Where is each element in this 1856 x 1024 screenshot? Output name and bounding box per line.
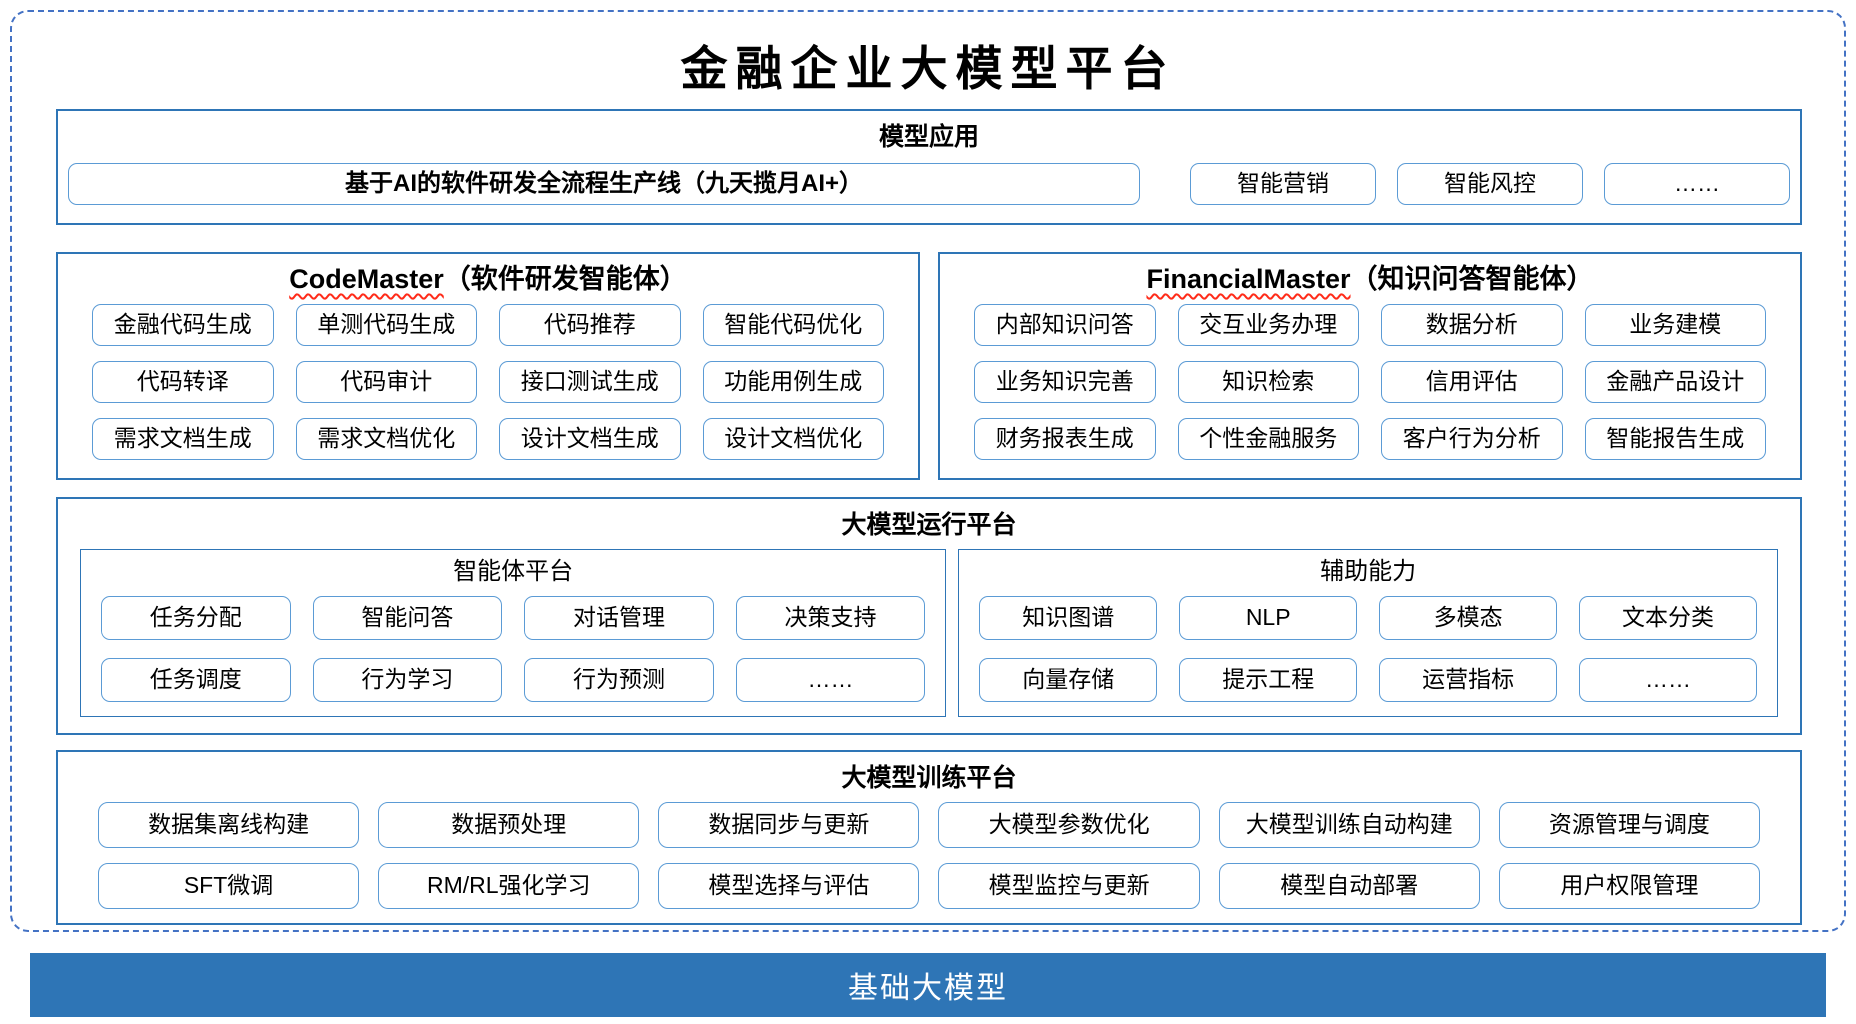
model-applications-row: 基于AI的软件研发全流程生产线（九天揽月AI+） 智能营销 智能风控 …… [68, 163, 1790, 205]
capability-chip: 金融产品设计 [1584, 361, 1766, 403]
section-runtime-platform: 大模型运行平台 智能体平台 任务分配 智能问答 对话管理 决策支持 任务调度 行… [56, 497, 1802, 735]
capability-chip: 内部知识问答 [974, 304, 1156, 346]
financialmaster-title: FinancialMaster（知识问答智能体） [974, 264, 1766, 294]
capability-chip: 向量存储 [979, 658, 1158, 702]
capability-chip: 交互业务办理 [1177, 304, 1359, 346]
financialmaster-title-en: FinancialMaster [1146, 264, 1351, 294]
capability-chip: 财务报表生成 [974, 418, 1156, 460]
capability-chip: 知识图谱 [979, 596, 1158, 640]
capability-chip: 运营指标 [1379, 658, 1558, 702]
auxiliary-grid: 知识图谱 NLP 多模态 文本分类 向量存储 提示工程 运营指标 …… [979, 596, 1757, 702]
capability-chip: 代码推荐 [499, 304, 681, 346]
section-model-applications: 模型应用 基于AI的软件研发全流程生产线（九天揽月AI+） 智能营销 智能风控 … [56, 109, 1802, 225]
capability-chip: SFT微调 [98, 863, 360, 909]
capability-chip: 接口测试生成 [499, 361, 681, 403]
capability-chip: 用户权限管理 [1498, 863, 1760, 909]
capability-chip: 功能用例生成 [702, 361, 884, 403]
capability-chip: 数据预处理 [378, 802, 640, 848]
section-training-platform: 大模型训练平台 数据集离线构建 数据预处理 数据同步与更新 大模型参数优化 大模… [56, 750, 1802, 925]
financialmaster-title-suffix: （知识问答智能体） [1350, 264, 1594, 294]
capability-chip: 单测代码生成 [295, 304, 477, 346]
app-chip-ai-pipeline: 基于AI的软件研发全流程生产线（九天揽月AI+） [68, 163, 1140, 205]
capability-chip: 提示工程 [1179, 658, 1358, 702]
capability-chip: 行为学习 [312, 658, 503, 702]
capability-chip: 决策支持 [735, 596, 926, 640]
codemaster-title-suffix: （软件研发智能体） [443, 264, 687, 294]
capability-chip: 数据分析 [1381, 304, 1563, 346]
capability-chip: 个性金融服务 [1177, 418, 1359, 460]
agent-platform-title: 智能体平台 [453, 558, 574, 585]
runtime-inner: 智能体平台 任务分配 智能问答 对话管理 决策支持 任务调度 行为学习 行为预测… [80, 549, 1778, 717]
capability-chip: …… [1579, 658, 1757, 702]
capability-chip: 代码转译 [92, 361, 274, 403]
subsection-agent-platform: 智能体平台 任务分配 智能问答 对话管理 决策支持 任务调度 行为学习 行为预测… [80, 549, 947, 717]
capability-chip: 任务分配 [101, 596, 291, 640]
capability-chip: 智能代码优化 [702, 304, 884, 346]
capability-chip: 对话管理 [524, 596, 714, 640]
codemaster-title-en: CodeMaster [289, 264, 444, 294]
capability-chip: 模型自动部署 [1218, 863, 1480, 909]
codemaster-grid: 金融代码生成 单测代码生成 代码推荐 智能代码优化 代码转译 代码审计 接口测试… [92, 304, 884, 460]
capability-chip: 设计文档生成 [499, 418, 681, 460]
capability-chip: NLP [1179, 596, 1358, 640]
financialmaster-grid: 内部知识问答 交互业务办理 数据分析 业务建模 业务知识完善 知识检索 信用评估… [974, 304, 1766, 460]
capability-chip: 模型监控与更新 [938, 863, 1200, 909]
capability-chip: 需求文档优化 [295, 418, 477, 460]
capability-chip: 设计文档优化 [702, 418, 884, 460]
capability-chip: RM/RL强化学习 [378, 863, 640, 909]
capability-chip: 任务调度 [101, 658, 291, 702]
training-grid: 数据集离线构建 数据预处理 数据同步与更新 大模型参数优化 大模型训练自动构建 … [58, 794, 1800, 909]
auxiliary-title: 辅助能力 [1320, 558, 1417, 585]
subsection-auxiliary-capabilities: 辅助能力 知识图谱 NLP 多模态 文本分类 向量存储 提示工程 运营指标 …… [958, 549, 1778, 717]
section-financialmaster: FinancialMaster（知识问答智能体） 内部知识问答 交互业务办理 数… [938, 252, 1802, 480]
training-platform-header: 大模型训练平台 [841, 764, 1017, 792]
capability-chip: 业务建模 [1584, 304, 1766, 346]
app-chip-marketing: 智能营销 [1190, 163, 1376, 205]
capability-chip: 智能问答 [312, 596, 503, 640]
app-chip-risk-control: 智能风控 [1397, 163, 1583, 205]
capability-chip: 业务知识完善 [974, 361, 1156, 403]
capability-chip: 代码审计 [295, 361, 477, 403]
capability-chip: 行为预测 [524, 658, 714, 702]
capability-chip: 知识检索 [1177, 361, 1359, 403]
capability-chip: …… [735, 658, 926, 702]
page-title: 金融企业大模型平台 [680, 42, 1176, 97]
capability-chip: 数据集离线构建 [98, 802, 360, 848]
capability-chip: 资源管理与调度 [1498, 802, 1760, 848]
agents-row: CodeMaster（软件研发智能体） 金融代码生成 单测代码生成 代码推荐 智… [56, 252, 1802, 480]
agent-platform-grid: 任务分配 智能问答 对话管理 决策支持 任务调度 行为学习 行为预测 …… [101, 596, 926, 702]
capability-chip: 多模态 [1379, 596, 1558, 640]
capability-chip: 大模型训练自动构建 [1218, 802, 1480, 848]
outer-dashed-frame: 金融企业大模型平台 模型应用 基于AI的软件研发全流程生产线（九天揽月AI+） … [10, 10, 1846, 932]
capability-chip: 金融代码生成 [92, 304, 274, 346]
capability-chip: 大模型参数优化 [938, 802, 1200, 848]
foundation-model-label: 基础大模型 [848, 972, 1008, 1005]
capability-chip: 数据同步与更新 [658, 802, 920, 848]
runtime-platform-header: 大模型运行平台 [841, 511, 1017, 539]
capability-chip: 文本分类 [1579, 596, 1757, 640]
capability-chip: 客户行为分析 [1381, 418, 1563, 460]
capability-chip: 智能报告生成 [1584, 418, 1766, 460]
app-chip-ellipsis: …… [1604, 163, 1790, 205]
capability-chip: 信用评估 [1381, 361, 1563, 403]
capability-chip: 模型选择与评估 [658, 863, 920, 909]
codemaster-title: CodeMaster（软件研发智能体） [92, 264, 884, 294]
capability-chip: 需求文档生成 [92, 418, 274, 460]
foundation-model-bar: 基础大模型 [30, 953, 1826, 1017]
model-applications-header: 模型应用 [878, 123, 979, 151]
section-codemaster: CodeMaster（软件研发智能体） 金融代码生成 单测代码生成 代码推荐 智… [56, 252, 920, 480]
